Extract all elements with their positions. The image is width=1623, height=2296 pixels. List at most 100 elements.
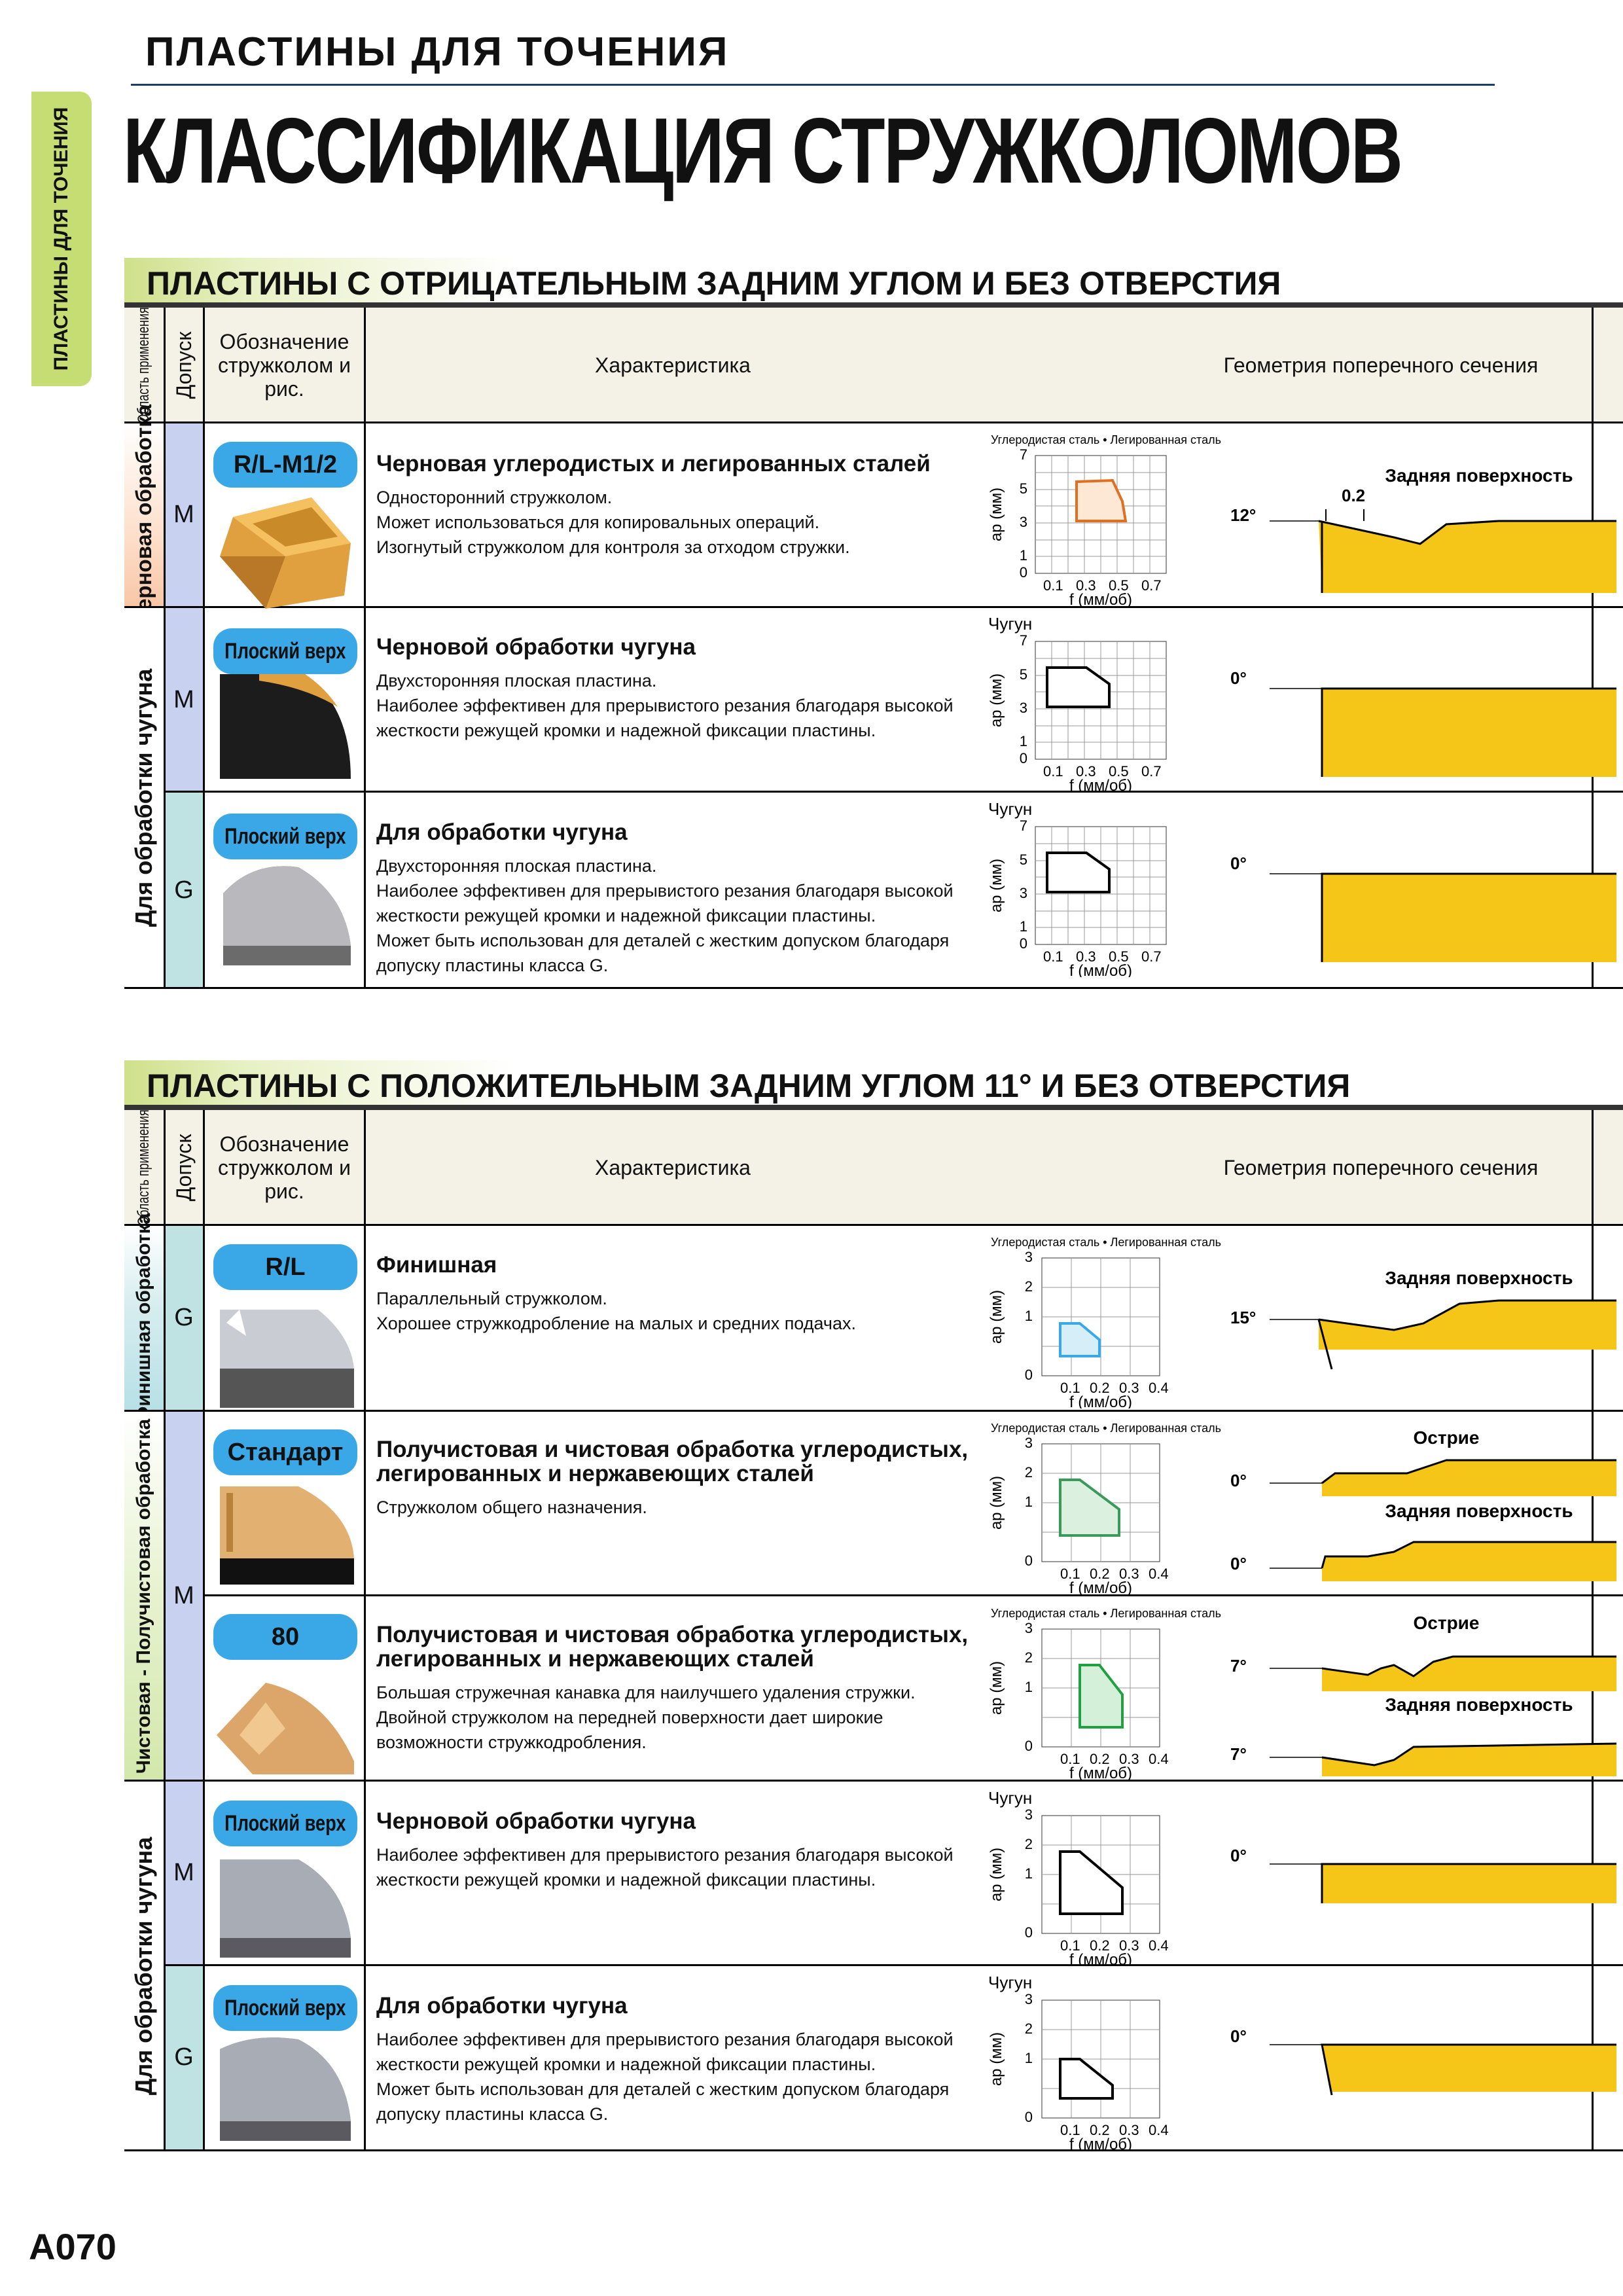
row-4-description: Параллельный стружколом. Хорошее стружко…: [376, 1289, 856, 1333]
svg-text:ap (мм): ap (мм): [988, 2032, 1005, 2086]
svg-text:ap (мм): ap (мм): [988, 1290, 1005, 1344]
svg-text:0.1: 0.1: [1060, 1937, 1080, 1954]
svg-text:0: 0: [1020, 564, 1027, 581]
svg-text:3: 3: [1025, 1249, 1033, 1265]
section-2-heading: ПЛАСТИНЫ С ПОЛОЖИТЕЛЬНЫМ ЗАДНИМ УГЛОМ 11…: [124, 1060, 1623, 1105]
header-tolerance: Допуск: [172, 1134, 196, 1202]
row-3-geometry: 0°: [1230, 853, 1616, 962]
breaker-label-rl-m12: R/L-M1/2: [213, 442, 357, 488]
header-area: Область применения: [135, 1109, 152, 1226]
svg-text:2: 2: [1025, 1464, 1033, 1480]
svg-text:ap (мм): ap (мм): [988, 1848, 1005, 1901]
row-4-text: Финишная Параллельный стружколом. Хороше…: [376, 1253, 978, 1336]
row-5-chart: Углеродистая сталь • Легированная сталь …: [988, 1422, 1221, 1594]
row-5-description: Стружколом общего назначения.: [376, 1498, 647, 1517]
svg-text:5: 5: [1020, 852, 1027, 868]
svg-text:1: 1: [1020, 547, 1027, 564]
row-2-title: Черновой обработки чугуна: [376, 634, 696, 660]
page-title: КЛАССИФИКАЦИЯ СТРУЖКОЛОМОВ: [123, 99, 1403, 203]
row-6-geometry: Острие 7° Задняя поверхность 7°: [1230, 1613, 1617, 1776]
svg-text:0°: 0°: [1230, 1471, 1247, 1490]
svg-text:0.1: 0.1: [1043, 577, 1063, 594]
svg-text:12°: 12°: [1230, 505, 1256, 525]
group-cast-iron: Для обработки чугуна: [124, 1781, 164, 2151]
breaker-label-standard: Стандарт: [213, 1429, 357, 1475]
row-7-title: Черновой обработки чугуна: [376, 1808, 696, 1834]
row-4-chart: Углеродистая сталь • Легированная сталь …: [988, 1236, 1221, 1408]
svg-text:0.2: 0.2: [1090, 1937, 1110, 1954]
svg-text:0: 0: [1025, 1738, 1033, 1754]
svg-text:Чугун: Чугун: [988, 800, 1032, 819]
svg-text:0: 0: [1020, 935, 1027, 952]
svg-text:1: 1: [1025, 1679, 1033, 1695]
svg-text:0.4: 0.4: [1149, 2122, 1169, 2138]
svg-text:Углеродистая сталь • Легирован: Углеродистая сталь • Легированная сталь: [991, 1607, 1221, 1620]
svg-text:0.3: 0.3: [1119, 1380, 1139, 1396]
row-1-description: Односторонний стружколом. Может использо…: [376, 488, 850, 557]
svg-text:f (мм/об): f (мм/об): [1069, 1765, 1132, 1780]
svg-text:Чугун: Чугун: [988, 615, 1032, 634]
svg-text:f (мм/об): f (мм/об): [1069, 1579, 1132, 1594]
svg-text:0.7: 0.7: [1141, 763, 1162, 780]
svg-text:0.3: 0.3: [1076, 763, 1096, 780]
svg-text:2: 2: [1025, 2020, 1033, 2037]
section-1-heading: ПЛАСТИНЫ С ОТРИЦАТЕЛЬНЫМ ЗАДНИМ УГЛОМ И …: [124, 258, 1623, 302]
row-1-text: Черновая углеродистых и легированных ста…: [376, 452, 978, 560]
svg-text:Задняя поверхность: Задняя поверхность: [1385, 1268, 1573, 1288]
breaker-label-rl: R/L: [213, 1244, 357, 1290]
row-5-title: Получистовая и чистовая обработка углеро…: [376, 1437, 969, 1486]
row-4-tolerance: G: [174, 1304, 194, 1331]
svg-text:0.2: 0.2: [1342, 486, 1365, 505]
svg-text:3: 3: [1025, 1806, 1033, 1823]
svg-text:1: 1: [1020, 733, 1027, 749]
svg-text:0.5: 0.5: [1109, 763, 1129, 780]
svg-text:f (мм/об): f (мм/об): [1069, 591, 1132, 606]
header-designation: Обозначение стружколом и рис.: [218, 329, 351, 401]
svg-text:0.2: 0.2: [1090, 1380, 1110, 1396]
row-7-description: Наиболее эффективен для прерывистого рез…: [376, 1845, 954, 1890]
header-geometry: Геометрия поперечного сечения: [1223, 1155, 1539, 1179]
row-5-tolerance: M: [173, 1582, 194, 1609]
svg-text:0.3: 0.3: [1119, 2122, 1139, 2138]
insert-image-flat-top-g: [223, 866, 351, 965]
breaker-label-flat-top: Плоский верх: [213, 1801, 357, 1846]
svg-text:0.4: 0.4: [1149, 1751, 1169, 1767]
svg-text:0.3: 0.3: [1076, 577, 1096, 594]
svg-text:3: 3: [1020, 885, 1027, 901]
row-4-geometry: Задняя поверхность 15°: [1230, 1268, 1616, 1370]
svg-text:Углеродистая сталь • Легирован: Углеродистая сталь • Легированная сталь: [991, 1422, 1221, 1435]
insert-image-flat-top-m: [220, 1859, 351, 1958]
svg-text:0.2: 0.2: [1090, 1566, 1110, 1582]
svg-text:Задняя поверхность: Задняя поверхность: [1385, 1501, 1573, 1521]
kicker-rule: [131, 84, 1495, 86]
svg-text:3: 3: [1020, 700, 1027, 716]
row-8-tolerance: G: [174, 2043, 194, 2071]
svg-text:0°: 0°: [1230, 668, 1247, 688]
svg-text:ap (мм): ap (мм): [988, 1661, 1005, 1715]
svg-text:3: 3: [1020, 514, 1027, 530]
insert-image-standard: [220, 1486, 354, 1585]
svg-text:0°: 0°: [1230, 2026, 1247, 2046]
svg-text:15°: 15°: [1230, 1308, 1256, 1327]
svg-text:Задняя поверхность: Задняя поверхность: [1385, 465, 1573, 486]
svg-text:f (мм/об): f (мм/об): [1069, 2136, 1132, 2151]
row-2-text: Черновой обработки чугуна Двухсторонняя …: [376, 635, 978, 743]
svg-text:0.5: 0.5: [1109, 948, 1129, 965]
svg-text:f (мм/об): f (мм/об): [1069, 1393, 1132, 1408]
group-finishing: Финишная обработка: [124, 1213, 164, 1423]
svg-text:Чугун: Чугун: [988, 1789, 1032, 1808]
svg-text:f (мм/об): f (мм/об): [1069, 777, 1132, 792]
header-designation: Обозначение стружколом и рис.: [218, 1132, 351, 1203]
row-7-tolerance: M: [173, 1858, 194, 1886]
header-characteristic: Характеристика: [595, 1155, 751, 1179]
page-kicker: ПЛАСТИНЫ ДЛЯ ТОЧЕНИЯ: [145, 29, 730, 75]
row-5-geometry: Острие 0° Задняя поверхность 0°: [1230, 1427, 1616, 1581]
row-1-chart: Углеродистая сталь • Легированная сталь …: [988, 433, 1221, 606]
svg-text:0.1: 0.1: [1043, 948, 1063, 965]
svg-text:0.1: 0.1: [1060, 1380, 1080, 1396]
svg-text:Углеродистая сталь • Легирован: Углеродистая сталь • Легированная сталь: [991, 1236, 1221, 1249]
side-tab-label: ПЛАСТИНЫ ДЛЯ ТОЧЕНИЯ: [50, 107, 72, 371]
